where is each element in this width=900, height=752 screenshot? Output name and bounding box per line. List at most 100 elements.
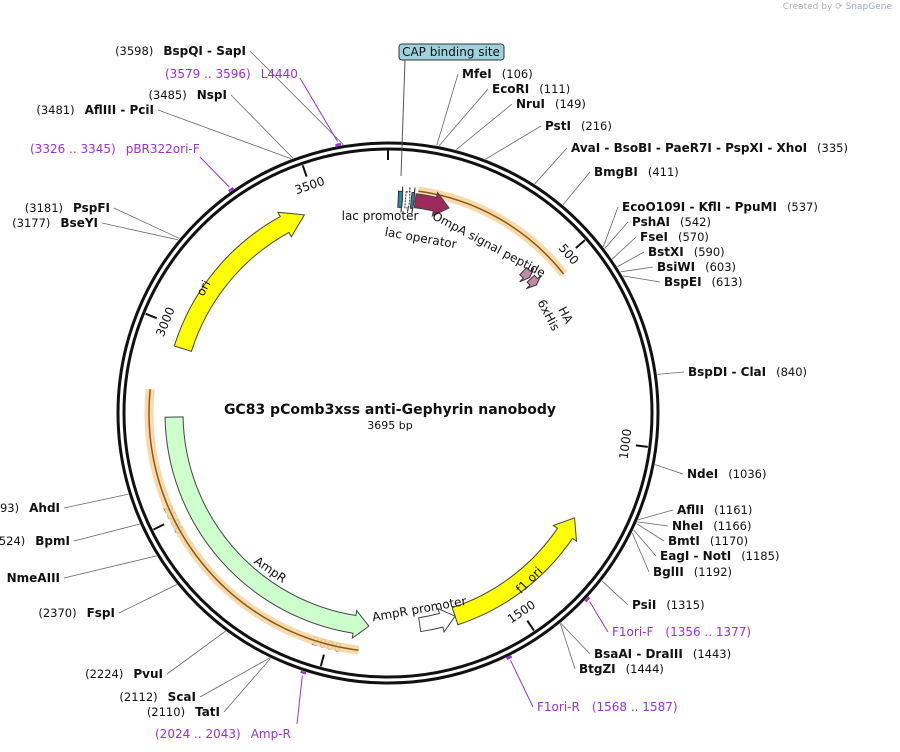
site-pos-1161: (1161) bbox=[714, 503, 752, 517]
site-label-btgzi: BtgZI(1444) bbox=[579, 662, 664, 676]
site-leader-afliii-pcii bbox=[157, 109, 292, 160]
site-name-scai: ScaI bbox=[168, 690, 196, 704]
site-label-scai: (2112) ScaI bbox=[119, 690, 196, 704]
site-leader-nrui bbox=[455, 103, 513, 150]
site-leader-bseyi bbox=[101, 222, 179, 241]
site-label-bspei: BspEI(613) bbox=[664, 275, 742, 289]
site-label-pvui: (2224)PvuI bbox=[85, 667, 163, 681]
ori-arrow bbox=[173, 211, 306, 352]
site-leader-bpmi bbox=[73, 523, 140, 542]
tick-label-3000: 3000 bbox=[153, 305, 178, 339]
site-leader-bspdi-clai bbox=[657, 371, 685, 375]
ampr-line bbox=[148, 389, 359, 651]
ampr-promoter-arrow bbox=[418, 607, 456, 634]
site-label-bspqi-sapi: (3598)BspQI - SapI bbox=[115, 44, 246, 58]
site-name-aflii: AflII bbox=[677, 503, 704, 517]
site-pos-1444: (1444) bbox=[626, 662, 664, 676]
site-leader-aflii bbox=[638, 509, 674, 521]
site-pos-1315: (1315) bbox=[666, 598, 704, 612]
site-pos-335: (335) bbox=[817, 141, 848, 155]
tick-500 bbox=[575, 239, 586, 249]
site-label-bmti: BmtI(1170) bbox=[668, 534, 748, 548]
cap-leader bbox=[400, 59, 406, 177]
site-pos-590: (590) bbox=[694, 245, 725, 259]
site-pos-2524: (2524) bbox=[0, 534, 25, 548]
site-name-bspqi-sapi: BspQI - SapI bbox=[163, 44, 246, 58]
backbone-outer bbox=[116, 141, 660, 685]
site-pos-411: (411) bbox=[648, 165, 679, 179]
site-label-bmgbi: BmgBI (411) bbox=[594, 165, 679, 179]
site-pos-1443: (1443) bbox=[693, 647, 731, 661]
site-leader-nspi bbox=[230, 94, 294, 159]
site-leader-fsei bbox=[611, 236, 637, 260]
site-label-bglii: BglII(1192) bbox=[653, 565, 732, 579]
site-leader-bmgbi bbox=[562, 171, 591, 206]
primer-label-f1ori-r: F1ori-R(1568 .. 1587) bbox=[537, 700, 678, 714]
tick-3000 bbox=[145, 312, 158, 320]
ampr-arrow bbox=[164, 416, 370, 640]
site-label-bspdi-clai: BspDI - ClaI(840) bbox=[688, 365, 807, 379]
site-leader-ecoo109i-kfli-ppumi bbox=[602, 206, 619, 247]
site-name-pspfi: PspFI bbox=[73, 201, 110, 215]
site-label-bsaai-draiii: BsaAI - DraIII(1443) bbox=[594, 647, 731, 661]
site-name-ndei: NdeI bbox=[687, 467, 718, 481]
site-leader-nhei bbox=[637, 521, 669, 527]
site-name-psii: PsiI bbox=[632, 598, 656, 612]
site-label-afliii-pcii: (3481)AflIII - PciI bbox=[36, 103, 154, 117]
site-name-bmgbi: BmgBI bbox=[594, 165, 638, 179]
site-pos-2110: (2110) bbox=[147, 705, 185, 719]
site-label-bstxi: BstXI(590) bbox=[648, 245, 725, 259]
site-pos-2370: (2370) bbox=[38, 606, 76, 620]
site-name-mfei: MfeI bbox=[462, 67, 492, 81]
cap-binding-site-box bbox=[398, 43, 505, 61]
site-label-avai-bsobi-paer7i-pspxi-xhoi: AvaI - BsoBI - PaeR7I - PspXI - XhoI(335… bbox=[571, 141, 848, 155]
site-label-ndei: NdeI (1036) bbox=[687, 467, 767, 481]
site-label-ahdi: (2593)AhdI bbox=[0, 501, 60, 515]
primer-name-f1ori-r: F1ori-R bbox=[537, 700, 580, 714]
site-pos-1036: (1036) bbox=[728, 467, 766, 481]
tick-label-3500: 3500 bbox=[293, 174, 326, 197]
ompa-arrow bbox=[413, 191, 450, 217]
site-label-fsei: FseI(570) bbox=[640, 230, 709, 244]
cap-box bbox=[409, 187, 416, 214]
lac-promoter-label: lac promoter bbox=[342, 209, 419, 223]
site-leader-scai bbox=[199, 657, 270, 698]
site-leader-pspfi bbox=[113, 207, 180, 239]
site-leader-bstxi bbox=[617, 251, 645, 268]
site-name-bpmi: BpmI bbox=[35, 534, 70, 548]
site-name-tati: TatI bbox=[195, 705, 220, 719]
site-leader-pshai bbox=[604, 221, 629, 249]
site-name-bsiwi: BsiWI bbox=[657, 260, 695, 274]
site-pos-1185: (1185) bbox=[741, 549, 779, 563]
lac-promoter-box bbox=[397, 186, 404, 213]
primer-leader-l4440 bbox=[299, 77, 339, 142]
site-label-mfei: MfeI(106) bbox=[462, 67, 533, 81]
site-leader-psti bbox=[485, 125, 542, 160]
site-pos-2112: (2112) bbox=[119, 690, 157, 704]
site-pos-840: (840) bbox=[776, 365, 807, 379]
site-name-eagi-noti: EagI - NotI bbox=[660, 549, 731, 563]
site-leader-fspi bbox=[118, 584, 178, 614]
site-label-nmeaiii: (2446)NmeAIII bbox=[0, 571, 60, 585]
leader-lines bbox=[63, 50, 685, 725]
site-leader-bsaai-draiii bbox=[560, 622, 591, 655]
ha-tag-arrow bbox=[525, 274, 542, 290]
site-label-tati: (2110) TatI bbox=[147, 705, 220, 719]
primer-mark-amp-r bbox=[300, 670, 307, 675]
tick-2500 bbox=[152, 523, 165, 531]
site-name-psti: PstI bbox=[545, 119, 571, 133]
site-name-bspei: BspEI bbox=[664, 275, 702, 289]
site-leader-bsiwi bbox=[620, 266, 654, 273]
primer-label-l4440: (3579 .. 3596)L4440 bbox=[165, 67, 298, 81]
site-pos-1166: (1166) bbox=[713, 519, 751, 533]
site-label-pshai: PshAI(542) bbox=[632, 215, 711, 229]
site-pos-216: (216) bbox=[581, 119, 612, 133]
site-pos-111: (111) bbox=[539, 82, 570, 96]
site-name-afliii-pcii: AflIII - PciI bbox=[85, 103, 154, 117]
primer-label-amp-r: (2024 .. 2043)Amp-R bbox=[155, 727, 291, 741]
primer-mark-pbr322ori-f bbox=[228, 186, 235, 193]
primer-range-f1ori-f: (1356 .. 1377) bbox=[665, 625, 751, 639]
site-leader-bspei bbox=[622, 275, 661, 283]
